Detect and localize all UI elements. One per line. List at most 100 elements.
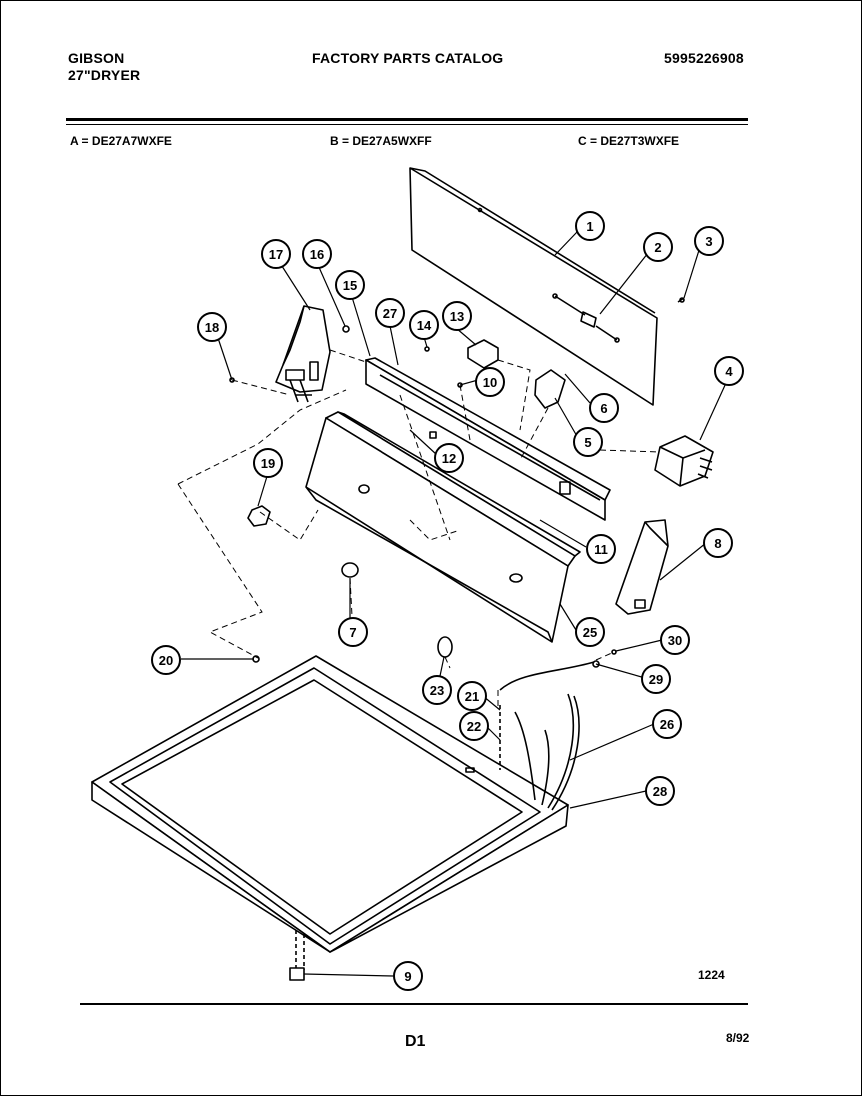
callout-label: 5 <box>584 435 591 450</box>
callout-circle <box>589 393 619 423</box>
callout-circle <box>434 443 464 473</box>
catalog-title: FACTORY PARTS CATALOG <box>312 50 504 66</box>
callout-label: 28 <box>653 784 667 799</box>
callout-6: 6 <box>589 393 619 423</box>
callout-label: 14 <box>417 318 432 333</box>
callout-label: 8 <box>714 536 721 551</box>
callout-22: 22 <box>459 711 489 741</box>
model-b: B = DE27A5WXFF <box>330 134 432 148</box>
switch-13 <box>467 339 499 369</box>
footer-rule <box>80 1003 748 1005</box>
callout-13: 13 <box>442 301 472 331</box>
callout-label: 16 <box>310 247 324 262</box>
callout-16: 16 <box>302 239 332 269</box>
callout-circle <box>652 709 682 739</box>
callout-circle <box>573 427 603 457</box>
callout-21: 21 <box>457 681 487 711</box>
wire-harness <box>499 661 595 811</box>
callout-9: 9 <box>393 961 423 991</box>
callout-circle <box>586 534 616 564</box>
callout-circle <box>575 617 605 647</box>
callout-circle <box>575 211 605 241</box>
console-rail <box>365 357 611 521</box>
illustration-number: 1224 <box>698 968 725 982</box>
callout-circle <box>714 356 744 386</box>
left-end-cap <box>275 305 331 403</box>
callout-25: 25 <box>575 617 605 647</box>
callout-circle <box>660 625 690 655</box>
product-type: 27"DRYER <box>68 67 141 83</box>
callout-circle <box>335 270 365 300</box>
callout-11: 11 <box>586 534 616 564</box>
callout-label: 20 <box>159 653 173 668</box>
callout-label: 12 <box>442 451 456 466</box>
assembly-lines <box>177 349 661 710</box>
header-rule <box>66 118 748 121</box>
callout-circle <box>393 961 423 991</box>
callout-label: 1 <box>586 219 593 234</box>
callout-label: 25 <box>583 625 597 640</box>
callout-label: 9 <box>404 969 411 984</box>
callout-label: 30 <box>668 633 682 648</box>
callout-label: 15 <box>343 278 357 293</box>
callout-circle <box>703 528 733 558</box>
callout-label: 23 <box>430 683 444 698</box>
callout-15: 15 <box>335 270 365 300</box>
callout-29: 29 <box>641 664 671 694</box>
knob-7 <box>341 562 359 578</box>
back-panel <box>409 167 658 406</box>
header-rule-thin <box>66 124 748 125</box>
callout-circle <box>422 675 452 705</box>
model-a: A = DE27A7WXFE <box>70 134 172 148</box>
callout-circle <box>253 448 283 478</box>
switch-5 <box>534 369 566 409</box>
brand-name: GIBSON <box>68 50 125 66</box>
revision-date: 8/92 <box>726 1031 750 1045</box>
leader-lines <box>181 231 727 977</box>
callout-label: 21 <box>465 689 479 704</box>
callout-10: 10 <box>475 367 505 397</box>
callout-8: 8 <box>703 528 733 558</box>
callout-27: 27 <box>375 298 405 328</box>
callout-circle <box>409 310 439 340</box>
timer-assembly <box>654 435 714 487</box>
callout-circle <box>457 681 487 711</box>
callout-circle <box>641 664 671 694</box>
foot-9 <box>289 930 305 981</box>
callout-label: 27 <box>383 306 397 321</box>
callout-label: 10 <box>483 375 497 390</box>
callout-17: 17 <box>261 239 291 269</box>
control-panel <box>305 411 581 643</box>
callout-label: 3 <box>705 234 712 249</box>
callout-label: 7 <box>349 625 356 640</box>
right-end-cap <box>615 519 669 615</box>
callout-circle <box>375 298 405 328</box>
callout-label: 2 <box>654 240 661 255</box>
callout-28: 28 <box>645 776 675 806</box>
page-code: D1 <box>405 1033 426 1050</box>
callout-26: 26 <box>652 709 682 739</box>
model-c: C = DE27T3WXFE <box>578 134 680 148</box>
callout-1: 1 <box>575 211 605 241</box>
callout-circle <box>442 301 472 331</box>
callout-circle <box>645 776 675 806</box>
callout-label: 4 <box>725 364 733 379</box>
callout-label: 26 <box>660 717 674 732</box>
callout-circle <box>694 226 724 256</box>
callout-4: 4 <box>714 356 744 386</box>
callout-20: 20 <box>151 645 181 675</box>
callout-23: 23 <box>422 675 452 705</box>
callout-label: 19 <box>261 456 275 471</box>
callout-label: 29 <box>649 672 663 687</box>
callout-label: 11 <box>594 542 608 557</box>
callout-circle <box>475 367 505 397</box>
knob-19 <box>247 505 271 527</box>
callout-12: 12 <box>434 443 464 473</box>
callout-label: 6 <box>600 401 607 416</box>
callout-circle <box>197 312 227 342</box>
callout-label: 17 <box>269 247 283 262</box>
callout-18: 18 <box>197 312 227 342</box>
